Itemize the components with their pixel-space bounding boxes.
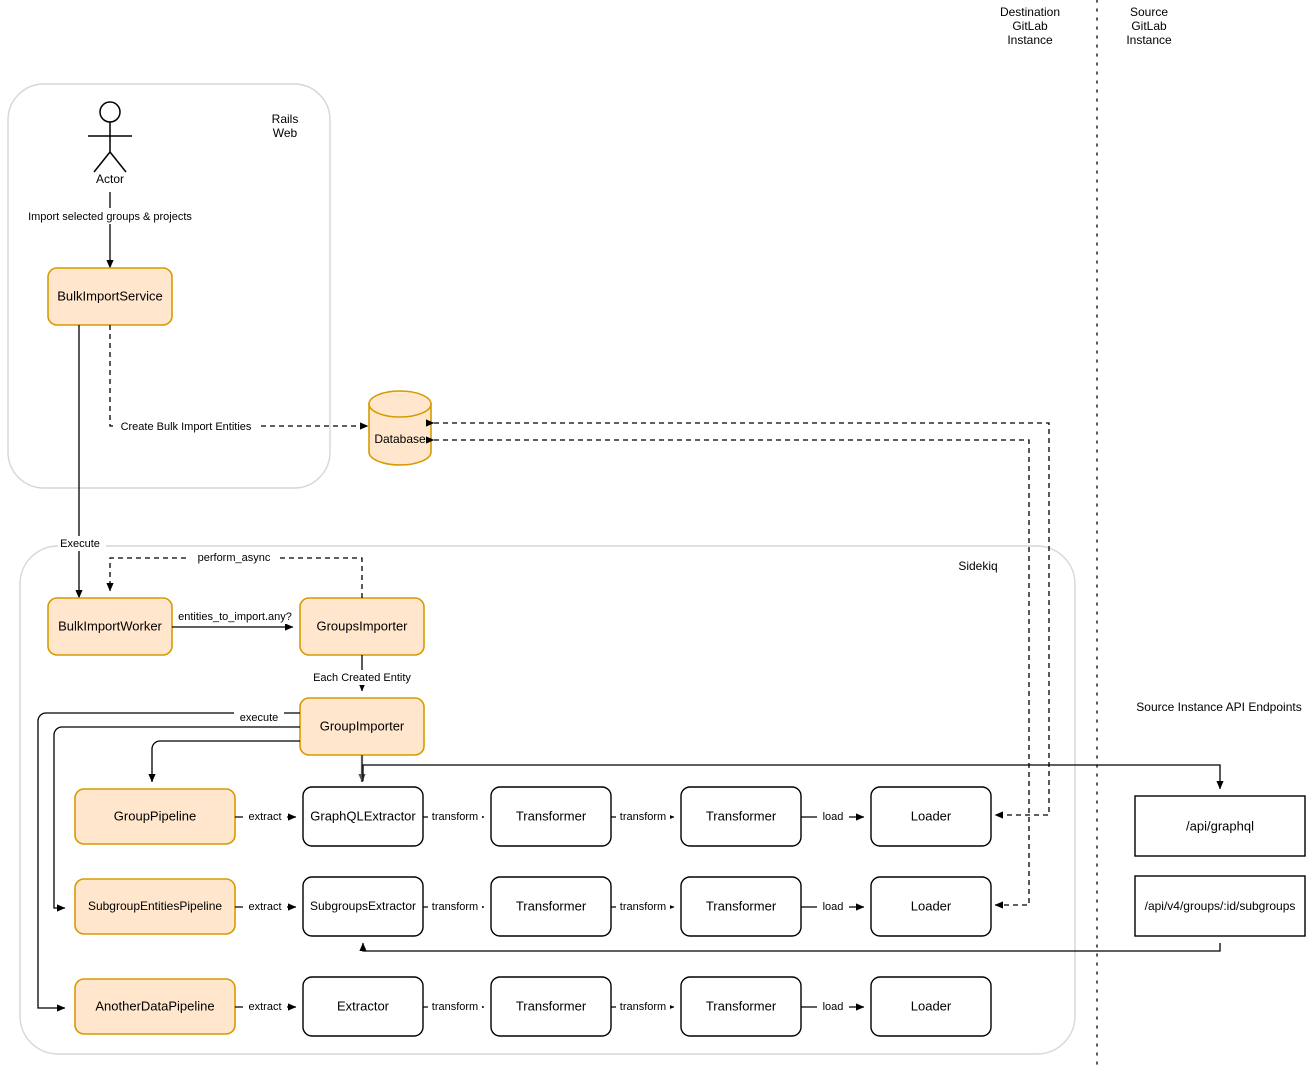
edge-label-entities-to-import: entities_to_import.any? xyxy=(178,611,292,623)
node-r1-loader-label: Loader xyxy=(911,808,952,823)
node-r1-loader[interactable] xyxy=(870,786,992,847)
svg-text:Source: Source xyxy=(1130,5,1168,19)
svg-text:GitLab: GitLab xyxy=(1131,19,1167,33)
edge-label-r3-load: load xyxy=(823,1001,844,1013)
header-source-label: Source GitLab Instance xyxy=(1126,5,1172,47)
edge-label-execute-top: Execute xyxy=(60,538,100,550)
edge-label-r2-transform-2: transform xyxy=(620,901,666,913)
edge-create-bulk-import-entities xyxy=(109,325,369,430)
node-r3-loader[interactable] xyxy=(870,976,992,1037)
svg-text:Instance: Instance xyxy=(1007,33,1053,47)
edge-label-r3-transform-2: transform xyxy=(620,1001,666,1013)
actor-icon xyxy=(88,101,132,173)
edge-loader2-to-database xyxy=(426,436,1030,909)
edge-label-perform-async: perform_async xyxy=(198,552,271,564)
node-database-label: Database xyxy=(374,432,426,446)
edge-label-r2-extract: extract xyxy=(248,901,281,913)
node-api-subgroups[interactable] xyxy=(1134,875,1306,937)
edge-label-r3-transform-1: transform xyxy=(432,1001,478,1013)
node-r1-transformer-1-label: Transformer xyxy=(516,808,587,823)
edge-api-subgroups-to-subgroupsextractor xyxy=(359,942,1221,952)
edge-label-import-selected: Import selected groups & projects xyxy=(28,211,192,223)
node-r3-transformer-1-label: Transformer xyxy=(516,998,587,1013)
node-extractor-label: Extractor xyxy=(337,998,390,1013)
node-groups-importer-label: GroupsImporter xyxy=(316,618,408,633)
node-r1-transformer-2-label: Transformer xyxy=(706,808,777,823)
edge-label-r1-transform-1: transform xyxy=(432,811,478,823)
node-r3-loader-label: Loader xyxy=(911,998,952,1013)
node-api-graphql-label: /api/graphql xyxy=(1186,818,1254,833)
zone-rails-web-label-line2: Web xyxy=(273,126,298,140)
node-r2-loader[interactable] xyxy=(870,876,992,937)
svg-text:Destination: Destination xyxy=(1000,5,1060,19)
edge-execute-to-subgroupentitiespipeline xyxy=(53,726,300,912)
svg-text:GitLab: GitLab xyxy=(1012,19,1048,33)
node-subgroups-extractor-label: SubgroupsExtractor xyxy=(310,899,416,913)
svg-text:Instance: Instance xyxy=(1126,33,1172,47)
edge-label-r1-load: load xyxy=(823,811,844,823)
edge-graphqlextractor-to-api-graphql xyxy=(362,764,1224,790)
zone-rails-web xyxy=(7,83,331,489)
node-subgroup-entities-pipeline-label: SubgroupEntitiesPipeline xyxy=(88,899,222,913)
edge-label-r1-extract: extract xyxy=(248,811,281,823)
edge-label-r2-transform-1: transform xyxy=(432,901,478,913)
api-endpoints-title: Source Instance API Endpoints xyxy=(1136,700,1301,714)
node-graphql-extractor-label: GraphQLExtractor xyxy=(310,808,416,823)
edge-label-execute: execute xyxy=(240,712,279,724)
node-another-data-pipeline-label: AnotherDataPipeline xyxy=(95,998,214,1013)
edge-execute-to-anotherdatapipeline xyxy=(37,712,300,1012)
edge-label-r2-load: load xyxy=(823,901,844,913)
node-api-subgroups-label: /api/v4/groups/:id/subgroups xyxy=(1145,899,1296,913)
edge-execute-to-grouppipeline xyxy=(148,740,300,783)
edge-label-r3-extract: extract xyxy=(248,1001,281,1013)
node-r2-transformer-2-label: Transformer xyxy=(706,898,777,913)
actor-label: Actor xyxy=(96,172,124,186)
node-r2-transformer-1-label: Transformer xyxy=(516,898,587,913)
node-r2-loader-label: Loader xyxy=(911,898,952,913)
edge-label-r1-transform-2: transform xyxy=(620,811,666,823)
node-database[interactable] xyxy=(368,390,432,466)
zone-rails-web-label-line1: Rails xyxy=(272,112,299,126)
edge-label-each-created-entity: Each Created Entity xyxy=(313,672,411,684)
zone-sidekiq-label: Sidekiq xyxy=(958,559,997,573)
node-group-pipeline-label: GroupPipeline xyxy=(114,808,196,823)
node-group-importer-label: GroupImporter xyxy=(320,718,405,733)
node-bulk-import-service-label: BulkImportService xyxy=(57,288,162,303)
header-destination-label: Destination GitLab Instance xyxy=(1000,5,1060,47)
edge-loader1-to-database xyxy=(426,419,1050,819)
edge-label-create-bulk-import-entities: Create Bulk Import Entities xyxy=(121,421,252,433)
node-r3-transformer-2-label: Transformer xyxy=(706,998,777,1013)
node-bulk-import-worker-label: BulkImportWorker xyxy=(58,618,162,633)
node-api-graphql[interactable] xyxy=(1134,795,1306,857)
